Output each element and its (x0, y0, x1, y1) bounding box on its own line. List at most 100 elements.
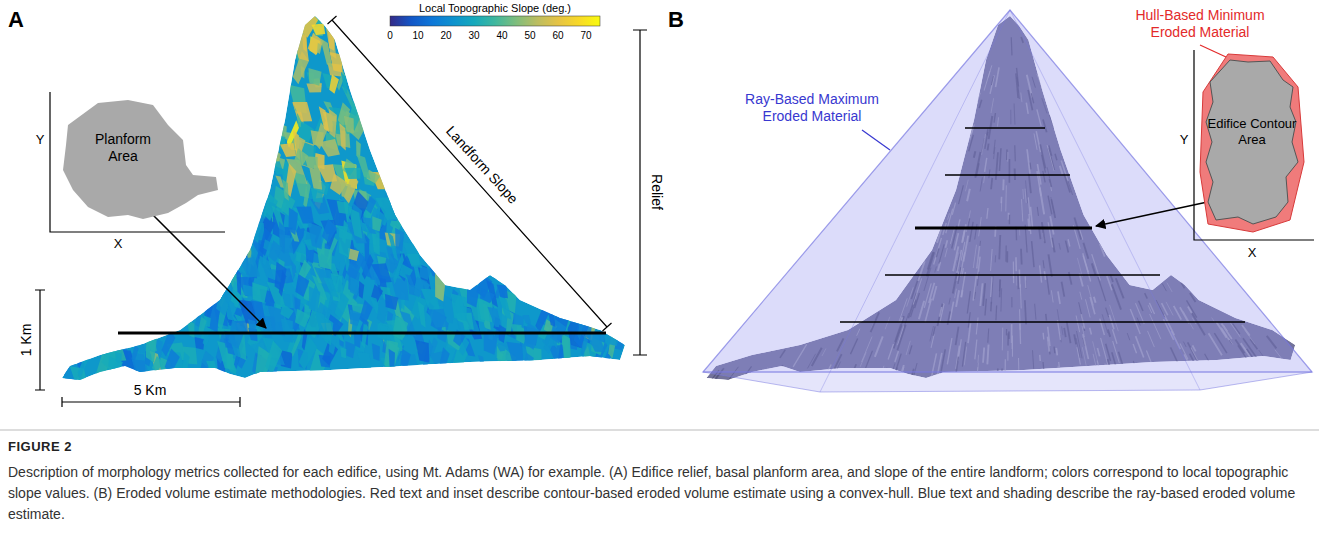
slope-patch (359, 300, 372, 325)
slope-patch (78, 351, 90, 378)
slope-patch (268, 240, 282, 262)
slope-patch (585, 332, 605, 352)
slope-patch (451, 293, 467, 321)
slope-patch (507, 342, 524, 364)
slope-patch (339, 123, 345, 151)
slope-patch (359, 281, 365, 299)
slope-patch (405, 274, 415, 287)
slope-patch (308, 68, 321, 86)
contour-line (945, 174, 1070, 176)
slope-patch (292, 32, 309, 61)
slope-patch (499, 311, 507, 344)
slope-patch (279, 270, 286, 296)
contour-line (915, 227, 1092, 230)
annotation-label: X (114, 236, 123, 252)
slope-patch (319, 106, 330, 132)
slope-patch (415, 340, 429, 363)
tick-label: 50 (524, 30, 535, 42)
annotation-label: Relief (649, 174, 666, 210)
slope-patch (329, 74, 339, 94)
slope-patch (131, 344, 138, 362)
slope-patch (435, 272, 446, 302)
slope-patch (252, 282, 267, 303)
slope-patch (427, 309, 448, 328)
slope-patch (236, 268, 241, 295)
slope-patch (577, 311, 584, 340)
tick-label: 30 (468, 30, 479, 42)
slope-patch (417, 301, 425, 328)
shape-fill (63, 100, 218, 219)
annotation-label: Y (1180, 132, 1189, 148)
slope-patch (311, 188, 323, 203)
slope-patch (280, 304, 294, 319)
contour-line (965, 127, 1045, 129)
slope-patch (407, 254, 420, 266)
slope-patch (480, 288, 495, 303)
slope-patch (296, 207, 314, 224)
slope-patch (362, 321, 369, 349)
cone-facet (820, 10, 1200, 392)
contour-lines (840, 128, 1245, 322)
tick-label: 70 (580, 30, 591, 42)
slope-patch (317, 246, 332, 269)
slope-patch (328, 31, 335, 50)
slope-patch (293, 172, 308, 198)
annotation-label: X (1248, 245, 1257, 261)
tick-label: 0 (387, 30, 393, 42)
slope-patch (280, 143, 296, 157)
slope-patch (387, 231, 398, 261)
slope-patch (295, 274, 309, 297)
shape-fill (1206, 60, 1298, 224)
tick-label: 40 (496, 30, 507, 42)
slope-patch (146, 330, 157, 362)
slope-patch (132, 359, 146, 375)
slope-patch (340, 347, 346, 358)
slope-patch (306, 83, 321, 92)
measure-lines (0, 16, 1319, 430)
slope-patch (296, 136, 306, 152)
slope-patch (289, 208, 298, 235)
slope-patch (371, 263, 391, 282)
slope-patch (322, 219, 338, 243)
slope-patch (337, 201, 349, 214)
annotation-label: 5 Km (134, 382, 167, 399)
slope-patch (372, 216, 382, 231)
slope-patch (375, 197, 399, 220)
contour-line (840, 321, 1245, 323)
slope-patch (315, 310, 329, 341)
base-line (118, 332, 606, 335)
shape-label: Edifice Contour Area (1206, 116, 1298, 147)
slope-patch (393, 316, 408, 341)
slope-patch (317, 164, 337, 182)
slope-patch (329, 109, 337, 138)
annotation-label: Y (36, 132, 45, 148)
tick-label: 10 (412, 30, 423, 42)
slope-patch (311, 23, 325, 35)
slope-patch (182, 352, 189, 374)
slope-patch (294, 297, 300, 311)
slope-patch (282, 179, 289, 201)
slope-patch (308, 33, 324, 55)
slope-patch (318, 269, 331, 279)
slope-patch (350, 277, 360, 296)
planform-shape: Planform Area (58, 95, 220, 223)
figure-caption: Description of morphology metrics collec… (8, 462, 1308, 525)
shape-fill (1200, 54, 1304, 232)
slope-patch (385, 294, 398, 310)
separator-rule (0, 430, 1319, 431)
slope-patch (525, 323, 540, 350)
slope-patch (317, 43, 322, 54)
slope-patch (524, 353, 534, 368)
slope-patch (308, 222, 322, 249)
slope-patch (389, 349, 395, 370)
slope-patch (206, 361, 217, 371)
slope-patch (165, 349, 180, 374)
relief-bar (633, 30, 647, 355)
slope-patch (372, 343, 380, 361)
slope-patch (439, 347, 450, 371)
slope-patch (561, 333, 571, 361)
slope-patch (270, 161, 284, 175)
slope-patch (384, 340, 399, 371)
annotation-label: 1 Km (18, 324, 35, 357)
